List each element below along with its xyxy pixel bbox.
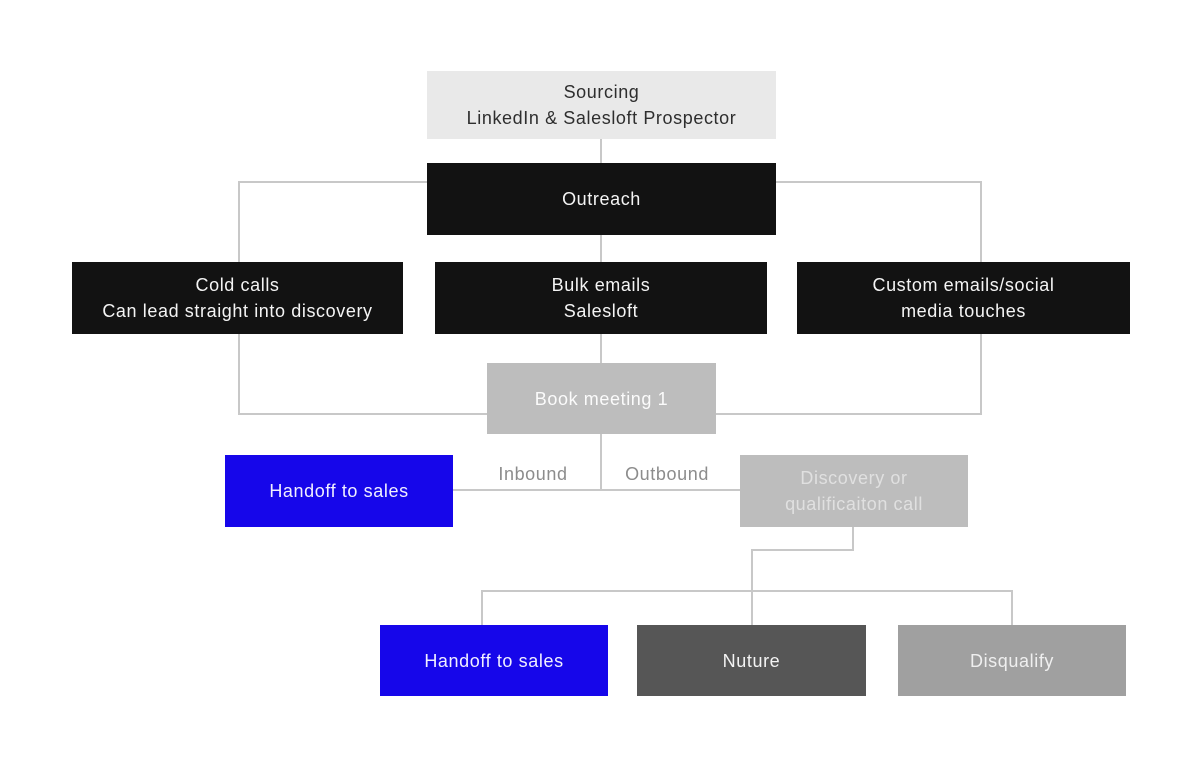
- connector-discovery-jog: [752, 549, 854, 551]
- custom-emails-node: Custom emails/social media touches: [797, 262, 1130, 334]
- inbound-edge-label: Inbound: [498, 464, 568, 484]
- discovery-call-node: Discovery or qualificaiton call: [740, 455, 968, 527]
- book-meeting-label: Book meeting 1: [534, 388, 669, 409]
- sourcing-node: Sourcing LinkedIn & Salesloft Prospector: [427, 71, 776, 139]
- custom-emails-label-line2: media touches: [901, 301, 1026, 321]
- cold-calls-node: Cold calls Can lead straight into discov…: [72, 262, 403, 334]
- connector-bottom-right-drop: [1011, 590, 1013, 625]
- handoff-to-sales-outbound-node: Handoff to sales: [380, 625, 608, 696]
- handoff-to-sales-outbound-label: Handoff to sales: [424, 650, 564, 671]
- connector-nurture-drop: [751, 549, 753, 625]
- disqualify-node: Disqualify: [898, 625, 1126, 696]
- sourcing-label-line2: LinkedIn & Salesloft Prospector: [466, 108, 737, 128]
- bulk-emails-label-line2: Salesloft: [563, 301, 639, 321]
- bulk-emails-node: Bulk emails Salesloft: [435, 262, 767, 334]
- outreach-label: Outreach: [562, 189, 641, 209]
- nurture-node: Nuture: [637, 625, 866, 696]
- outreach-node: Outreach: [427, 163, 776, 235]
- connector-inbound-outbound-split: [453, 489, 740, 491]
- book-meeting-node: Book meeting 1: [487, 363, 716, 434]
- connector-bottom-left-drop: [481, 590, 483, 625]
- connector-left-to-book-meeting: [238, 413, 487, 415]
- sourcing-label-line1: Sourcing: [563, 82, 640, 102]
- handoff-to-sales-inbound-node: Handoff to sales: [225, 455, 453, 527]
- cold-calls-label-line2: Can lead straight into discovery: [102, 301, 373, 321]
- bulk-emails-label-line1: Bulk emails: [551, 275, 651, 295]
- discovery-call-label-line2: qualificaiton call: [785, 494, 923, 514]
- connector-book-meeting-down: [600, 434, 602, 490]
- connector-sourcing-to-outreach: [600, 139, 602, 163]
- outbound-edge-label: Outbound: [625, 464, 709, 484]
- cold-calls-label-line1: Cold calls: [195, 275, 280, 295]
- nurture-label: Nuture: [722, 650, 781, 671]
- handoff-to-sales-inbound-label: Handoff to sales: [269, 481, 409, 501]
- connector-discovery-down: [852, 527, 854, 551]
- discovery-call-label-line1: Discovery or: [800, 468, 908, 488]
- connector-right-to-book-meeting: [716, 413, 982, 415]
- connector-bottom-branch: [481, 590, 1013, 592]
- custom-emails-label-line1: Custom emails/social: [872, 275, 1055, 295]
- disqualify-label: Disqualify: [969, 650, 1055, 671]
